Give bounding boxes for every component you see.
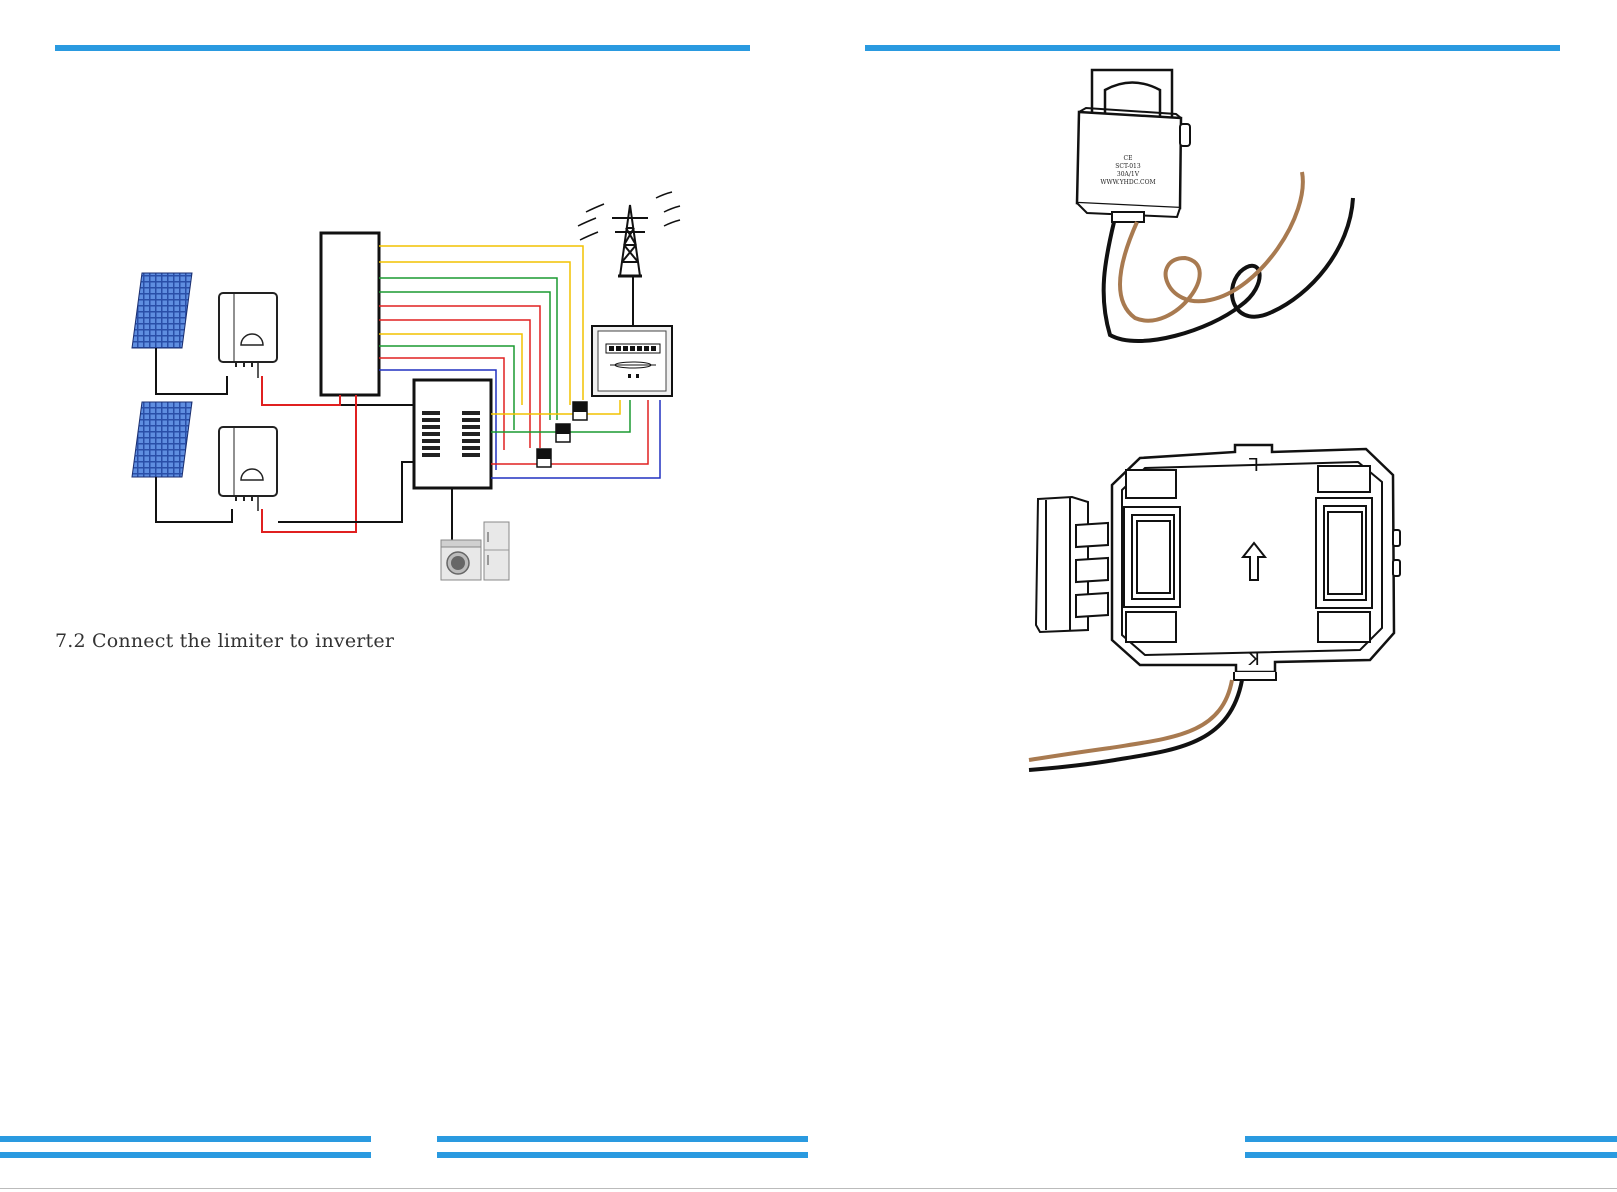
ct-sensor-body-icon: CE SCT-013 30A/1V WWW.YHDC.COM: [1077, 70, 1190, 222]
right-page: CE SCT-013 30A/1V WWW.YHDC.COM: [808, 0, 1617, 1192]
ct-sensor-top-figure: L K: [808, 430, 1617, 790]
solar-panel-icon: [132, 402, 192, 477]
page-bottom-edge-line: [0, 1188, 1617, 1189]
ct-clamp-icon: [537, 449, 551, 467]
bottom-rule-left-b: [0, 1152, 371, 1158]
ct-sensor-side-figure: CE SCT-013 30A/1V WWW.YHDC.COM: [808, 0, 1617, 380]
ct-sensor-top-icon: [1036, 445, 1400, 680]
washing-machine-icon: [441, 540, 481, 580]
ct-clamp-icon: [556, 424, 570, 442]
ct-label-line-3: 30A/1V: [1117, 171, 1140, 178]
ct-label-line-1: CE: [1124, 155, 1133, 162]
left-page: 7.2 Connect the limiter to inverter: [0, 0, 808, 1192]
bottom-rule-center-b: [437, 1152, 808, 1158]
utility-meter-icon: [592, 326, 672, 396]
section-heading: 7.2 Connect the limiter to inverter: [55, 630, 394, 652]
transmission-tower-icon: [578, 192, 680, 276]
system-wiring-diagram: [0, 0, 808, 600]
bottom-rule-right-b: [1245, 1152, 1617, 1158]
solar-panel-icon: [132, 273, 192, 348]
bottom-rule-left-a: [0, 1136, 371, 1142]
refrigerator-icon: [484, 522, 509, 580]
ct-label-line-4: WWW.YHDC.COM: [1100, 179, 1155, 186]
ct-label-line-2: SCT-013: [1115, 163, 1141, 170]
bottom-rule-center-a: [437, 1136, 808, 1142]
distribution-box-icon: [321, 233, 379, 395]
ct-mark-k: K: [1247, 647, 1260, 668]
ct-mark-l: L: [1249, 453, 1259, 474]
ct-clamp-icon: [573, 402, 587, 420]
breaker-panel-icon: [414, 380, 491, 488]
inverter-icon: [219, 427, 277, 511]
bottom-rule-right-a: [1245, 1136, 1617, 1142]
inverter-icon: [219, 293, 277, 378]
